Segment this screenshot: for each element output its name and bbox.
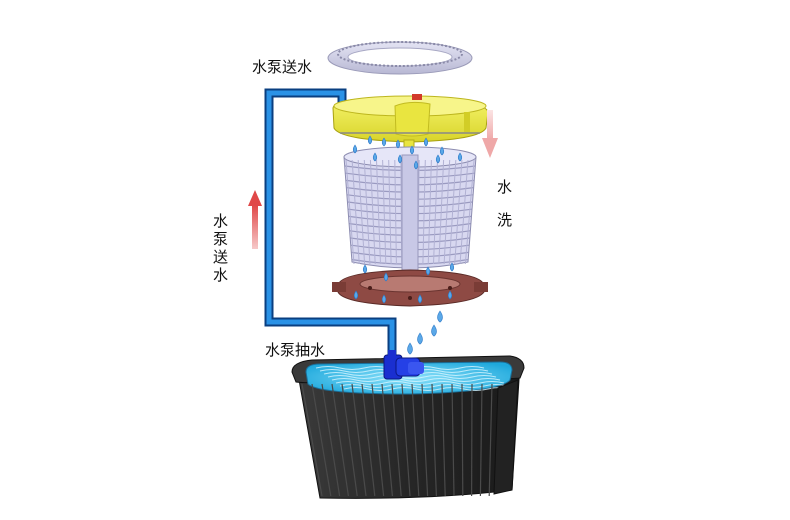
spray-tray (332, 94, 489, 151)
water-drop (372, 152, 378, 162)
water-drop (457, 152, 463, 162)
label-pump-send-top: 水泵送水 (252, 58, 313, 76)
water-drop (409, 145, 415, 155)
water-pump (383, 350, 424, 380)
label-pump-draw: 水泵抽水 (265, 341, 326, 359)
filter-basket (343, 146, 477, 271)
water-drop (353, 290, 359, 300)
water-drop (417, 332, 423, 345)
top-ring (327, 41, 473, 75)
water-drop (407, 342, 413, 355)
water-drop (449, 262, 455, 272)
water-drop (417, 294, 423, 304)
base-ring (332, 269, 488, 307)
water-drop (437, 310, 443, 323)
label-wash-char-1: 水 (497, 178, 513, 196)
water-drop (362, 264, 368, 274)
water-pipe (264, 88, 397, 360)
water-drop (383, 272, 389, 282)
water-drop (367, 135, 373, 145)
water-drop (397, 154, 403, 164)
label-pump-send-side: 水泵送水 (213, 212, 229, 284)
water-drop (352, 144, 358, 154)
water-drop (395, 139, 401, 149)
water-drop (447, 290, 453, 300)
water-drop (423, 137, 429, 147)
water-drop (381, 137, 387, 147)
water-drops (352, 135, 463, 355)
water-drop (413, 160, 419, 170)
wash-down-arrow (482, 110, 498, 158)
water-drop (435, 154, 441, 164)
pump-up-arrow (248, 190, 262, 249)
water-drop (381, 294, 387, 304)
label-wash-char-2: 洗 (497, 211, 513, 229)
water-tank (291, 355, 525, 499)
water-drop (431, 324, 437, 337)
water-drop (425, 266, 431, 276)
water-drop (439, 146, 445, 156)
